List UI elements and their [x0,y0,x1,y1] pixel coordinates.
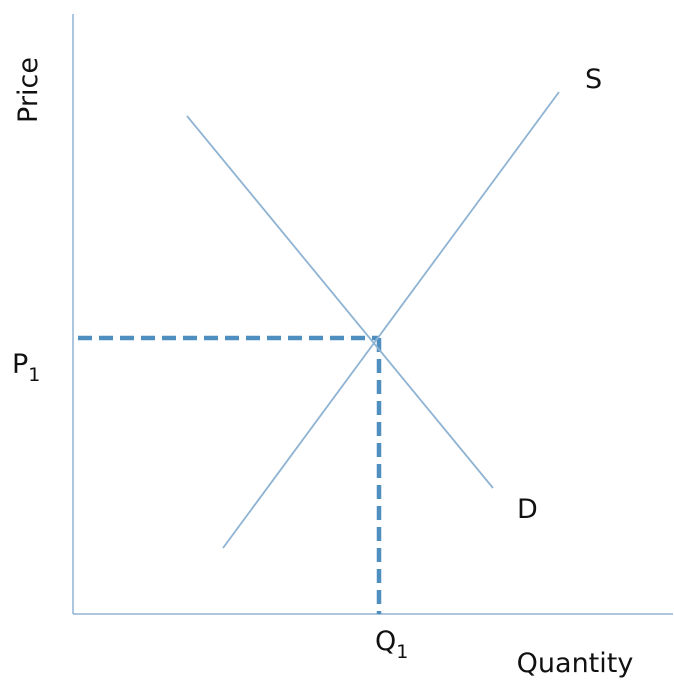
x-axis-label: Quantity [517,648,634,679]
y-axis-label: Price [13,57,44,123]
chart-marks: SD [78,64,602,614]
series-label-d: D [517,494,538,525]
series-line-s [222,91,560,549]
series-label-s: S [585,64,602,95]
equilibrium-price-label: P1 [12,349,40,386]
series-line-d [186,115,494,489]
equilibrium-quantity-label: Q1 [375,626,408,663]
